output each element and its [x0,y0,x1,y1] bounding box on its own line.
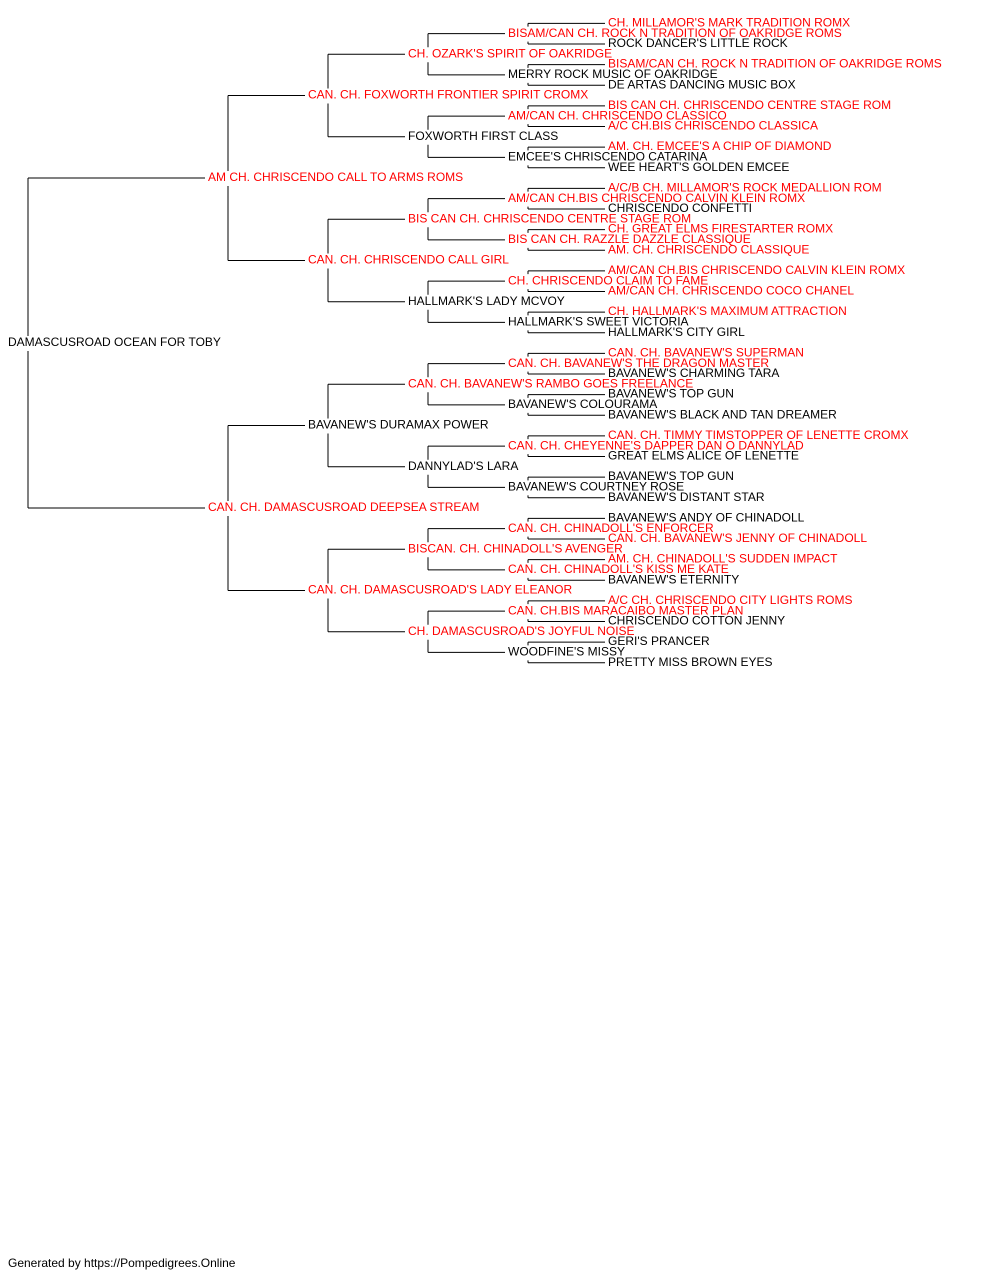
ancestor-name: HALLMARK'S LADY MCVOY [408,294,565,308]
ancestor-name: BAVANEW'S TOP GUN [608,387,734,401]
ancestor-name: CAN. CH. CHRISCENDO CALL GIRL [308,253,509,267]
ancestor-name: CAN. CH. CHINADOLL'S ENFORCER [508,521,714,535]
ancestor-name: AM/CAN CH. CHRISCENDO CLASSICO [508,108,727,122]
ancestor-name: WOODFINE'S MISSY [508,645,625,659]
ancestor-name: BIS CAN CH. RAZZLE DAZZLE CLASSIQUE [508,232,751,246]
subject-dog-name: DAMASCUSROAD OCEAN FOR TOBY [8,335,221,349]
ancestor-name: A/C/B CH. MILLAMOR'S ROCK MEDALLION ROM [608,180,882,194]
ancestor-name: HALLMARK'S CITY GIRL [608,325,745,339]
ancestor-name: MERRY ROCK MUSIC OF OAKRIDGE [508,67,718,81]
ancestor-name: CAN. CH. TIMMY TIMSTOPPER OF LENETTE CRO… [608,428,908,442]
ancestor-name: GERI'S PRANCER [608,634,710,648]
ancestor-name: AM. CH. EMCEE'S A CHIP OF DIAMOND [608,139,832,153]
ancestor-name: CAN. CH.BIS MARACAIBO MASTER PLAN [508,603,743,617]
ancestor-name: BAVANEW'S BLACK AND TAN DREAMER [608,407,837,421]
ancestor-name: HALLMARK'S SWEET VICTORIA [508,315,689,329]
ancestor-name: BAVANEW'S DURAMAX POWER [308,418,489,432]
ancestor-name: AM. CH. CHRISCENDO CLASSIQUE [608,242,809,256]
ancestor-name: CH. GREAT ELMS FIRESTARTER ROMX [608,222,833,236]
ancestor-name: A/C CH. CHRISCENDO CITY LIGHTS ROMS [608,593,852,607]
ancestor-name: PRETTY MISS BROWN EYES [608,655,772,669]
ancestor-name: DE ARTAS DANCING MUSIC BOX [608,77,796,91]
ancestor-name: WEE HEART'S GOLDEN EMCEE [608,160,789,174]
ancestor-name: CAN. CH. BAVANEW'S JENNY OF CHINADOLL [608,531,867,545]
ancestor-name: DANNYLAD'S LARA [408,459,518,473]
ancestor-name: CAN. CH. BAVANEW'S THE DRAGON MASTER [508,356,769,370]
ancestor-name: CAN. CH. CHEYENNE'S DAPPER DAN O DANNYLA… [508,438,804,452]
ancestor-name: BAVANEW'S ANDY OF CHINADOLL [608,510,805,524]
ancestor-name: CAN. CH. CHINADOLL'S KISS ME KATE [508,562,729,576]
ancestor-name: BAVANEW'S TOP GUN [608,469,734,483]
ancestor-name: ROCK DANCER'S LITTLE ROCK [608,36,788,50]
ancestor-name: BAVANEW'S DISTANT STAR [608,490,765,504]
ancestor-name: AM/CAN CH.BIS CHRISCENDO CALVIN KLEIN RO… [508,191,805,205]
generator-credit: Generated by https://Pompedigrees.Online [8,1256,236,1270]
ancestor-name: BIS CAN CH. CHRISCENDO CENTRE STAGE ROM [408,211,691,225]
ancestor-name: CH. OZARK'S SPIRIT OF OAKRIDGE [408,46,612,60]
ancestor-name: AM CH. CHRISCENDO CALL TO ARMS ROMS [208,170,463,184]
ancestor-name: GREAT ELMS ALICE OF LENETTE [608,449,799,463]
ancestor-name: BAVANEW'S COURTNEY ROSE [508,480,684,494]
ancestor-name: CH. HALLMARK'S MAXIMUM ATTRACTION [608,304,847,318]
ancestor-name: FOXWORTH FIRST CLASS [408,129,558,143]
ancestor-name: BAVANEW'S ETERNITY [608,572,739,586]
ancestor-name: CH. CHRISCENDO CLAIM TO FAME [508,273,708,287]
ancestor-name: BISCAN. CH. CHINADOLL'S AVENGER [408,541,623,555]
ancestor-name: CHRISCENDO CONFETTI [608,201,752,215]
ancestor-name: AM. CH. CHINADOLL'S SUDDEN IMPACT [608,552,838,566]
ancestor-name: CAN. CH. FOXWORTH FRONTIER SPIRIT CROMX [308,88,588,102]
ancestor-name: BAVANEW'S CHARMING TARA [608,366,779,380]
ancestor-name: CH. MILLAMOR'S MARK TRADITION ROMX [608,15,850,29]
ancestor-name: CH. DAMASCUSROAD'S JOYFUL NOISE [408,624,635,638]
ancestor-name: CAN. CH. DAMASCUSROAD'S LADY ELEANOR [308,583,572,597]
ancestor-name: CAN. CH. DAMASCUSROAD DEEPSEA STREAM [208,500,479,514]
ancestor-name: BIS CAN CH. CHRISCENDO CENTRE STAGE ROM [608,98,891,112]
ancestor-name: A/C CH.BIS CHRISCENDO CLASSICA [608,119,818,133]
ancestor-name: AM/CAN CH.BIS CHRISCENDO CALVIN KLEIN RO… [608,263,905,277]
ancestor-name: BISAM/CAN CH. ROCK N TRADITION OF OAKRID… [508,26,842,40]
ancestor-name: EMCEE'S CHRISCENDO CATARINA [508,150,707,164]
ancestor-name: AM/CAN CH. CHRISCENDO COCO CHANEL [608,284,854,298]
ancestor-name: CAN. CH. BAVANEW'S RAMBO GOES FREELANCE [408,376,693,390]
ancestor-name: CAN. CH. BAVANEW'S SUPERMAN [608,345,804,359]
ancestor-name: BISAM/CAN CH. ROCK N TRADITION OF OAKRID… [608,57,942,71]
ancestor-name: CHRISCENDO COTTON JENNY [608,614,785,628]
ancestor-name: BAVANEW'S COLOURAMA [508,397,657,411]
